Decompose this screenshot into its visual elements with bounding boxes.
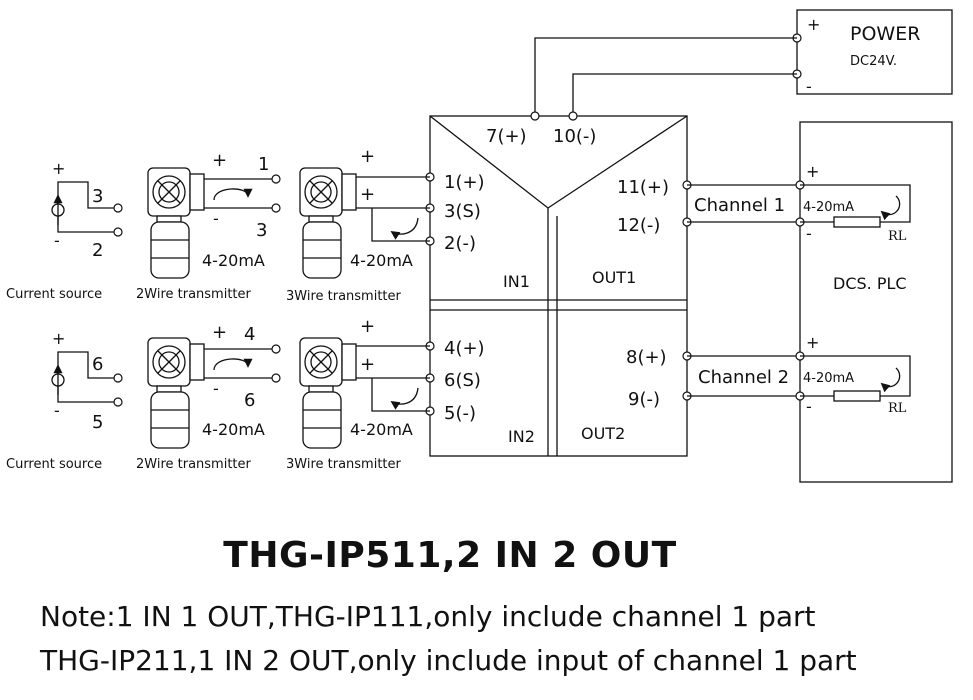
current-source-2-minus: - [54,401,60,420]
two-wire-2-label: 2Wire transmitter [136,457,252,472]
channel-2: Channel 2 + - 4-20mA RL [687,333,911,416]
transmitter-icon [299,337,357,449]
channel-1-current: 4-20mA [803,200,854,215]
dcs-plc: DCS. PLC [799,121,953,483]
terminal-4-label: 4(+) [444,338,485,359]
three-wire-2-current-arrow [390,387,419,410]
current-source-1-label: Current source [6,287,102,302]
two-wire-1-current: 4-20mA [202,251,265,270]
two-wire-2-current-arrow [213,358,253,371]
three-wire-1-current: 4-20mA [350,251,413,270]
two-wire-2-terminal-bot: 6 [244,390,255,411]
current-source-1-minus: - [54,231,60,250]
channel-1-current-arrow [880,195,901,221]
two-wire-2-current: 4-20mA [202,420,265,439]
channel-2-current-arrow [880,367,901,393]
three-wire-2-current: 4-20mA [350,420,413,439]
two-wire-2-plus: + [212,322,227,343]
transmitter-icon [147,167,205,279]
module-body [429,115,688,457]
note-line-1: Note:1 IN 1 OUT,THG-IP111,only include c… [40,600,816,633]
terminal-8-label: 8(+) [626,347,667,368]
three-wire-1-label: 3Wire transmitter [286,289,402,304]
power-minus-sign: - [806,77,812,96]
current-source-1-plus: + [52,159,65,178]
three-wire-1-plus-mid: + [360,184,375,205]
diagram-title: THG-IP511,2 IN 2 OUT [223,535,677,576]
rl-label-1: RL [888,229,907,244]
power-supply-box [796,9,953,95]
current-source-1-terminal-bot: 2 [92,240,103,261]
terminal-10-label: 10(-) [553,126,596,147]
input-devices-2: + - 6 5 Current source + - 4 6 4-20mA 2W… [6,316,430,472]
note-line-2: THG-IP211,1 IN 2 OUT,only include input … [40,644,857,677]
two-wire-1-plus: + [212,150,227,171]
in2-label: IN2 [508,427,535,446]
channel-1: Channel 1 + - 4-20mA RL [687,162,911,244]
channel-1-plus-sign: + [806,162,819,181]
input-devices-1: + - 3 2 Current source + - 1 3 4-20mA 2W… [6,146,430,304]
channel-2-label: Channel 2 [698,367,789,388]
power-supply: POWER DC24V. + - [792,9,953,96]
two-wire-1-label: 2Wire transmitter [136,287,252,302]
channel-2-current: 4-20mA [803,371,854,386]
power-minus-wire [572,73,797,116]
current-source-1: + - 3 2 Current source [6,159,123,302]
three-wire-1-plus-top: + [360,146,375,167]
channel-1-minus-sign: - [806,224,812,243]
current-source-2-label: Current source [6,457,102,472]
three-wire-2-plus-top: + [360,316,375,337]
three-wire-2-plus-mid: + [360,354,375,375]
channel-1-label: Channel 1 [694,195,785,216]
two-wire-1-terminal-bot: 3 [256,220,267,241]
current-source-2-terminal-top: 6 [92,354,103,375]
isolator-module: 7(+) 10(-) 1(+) 3(S) 2(-) IN1 11(+) 12(-… [425,111,692,457]
two-wire-2-terminal-top: 4 [244,324,255,345]
terminal-7-label: 7(+) [486,126,527,147]
channel-2-plus-sign: + [806,333,819,352]
plc-label: DCS. PLC [833,274,907,293]
plc-box [799,121,953,483]
three-wire-1-current-arrow [390,217,419,240]
two-wire-1-minus: - [213,209,219,228]
terminal-9-label: 9(-) [628,389,660,410]
rl-label-2: RL [888,401,907,416]
wiring-diagram: POWER DC24V. + - 7(+) 10(-) 1(+) 3(S) 2(… [6,9,953,483]
rl-resistor-1 [833,216,881,228]
terminal-12-label: 12(-) [617,215,660,236]
transmitter-icon [299,167,357,279]
two-wire-transmitter-1: + - 1 3 4-20mA 2Wire transmitter [136,150,281,302]
two-wire-1-current-arrow [213,188,253,201]
two-wire-transmitter-2: + - 4 6 4-20mA 2Wire transmitter [136,322,281,472]
terminal-5-label: 5(-) [444,403,476,424]
three-wire-transmitter-1: + + 4-20mA 3Wire transmitter [286,146,430,304]
three-wire-transmitter-2: + + 4-20mA 3Wire transmitter [286,316,430,472]
terminal-7 [530,111,540,121]
current-source-2-plus: + [52,329,65,348]
current-source-2-terminal-bot: 5 [92,412,103,433]
current-source-2: + - 6 5 Current source [6,329,123,472]
two-wire-1-terminal-top: 1 [258,154,269,175]
power-label: POWER [850,23,920,45]
power-voltage: DC24V. [850,54,897,69]
in1-label: IN1 [503,272,530,291]
terminal-10 [568,111,578,121]
power-plus-wire [534,37,797,116]
terminal-2-label: 2(-) [444,233,476,254]
out2-label: OUT2 [581,424,625,443]
transmitter-icon [147,337,205,449]
terminal-11-label: 11(+) [617,177,669,198]
rl-resistor-2 [833,390,881,402]
power-plus-sign: + [807,15,820,34]
two-wire-2-minus: - [213,379,219,398]
out1-label: OUT1 [592,268,636,287]
channel-2-minus-sign: - [806,397,812,416]
terminal-1-label: 1(+) [444,172,485,193]
terminal-6-label: 6(S) [444,370,481,391]
terminal-3-label: 3(S) [444,201,481,222]
current-source-1-terminal-top: 3 [92,186,103,207]
three-wire-2-label: 3Wire transmitter [286,457,402,472]
